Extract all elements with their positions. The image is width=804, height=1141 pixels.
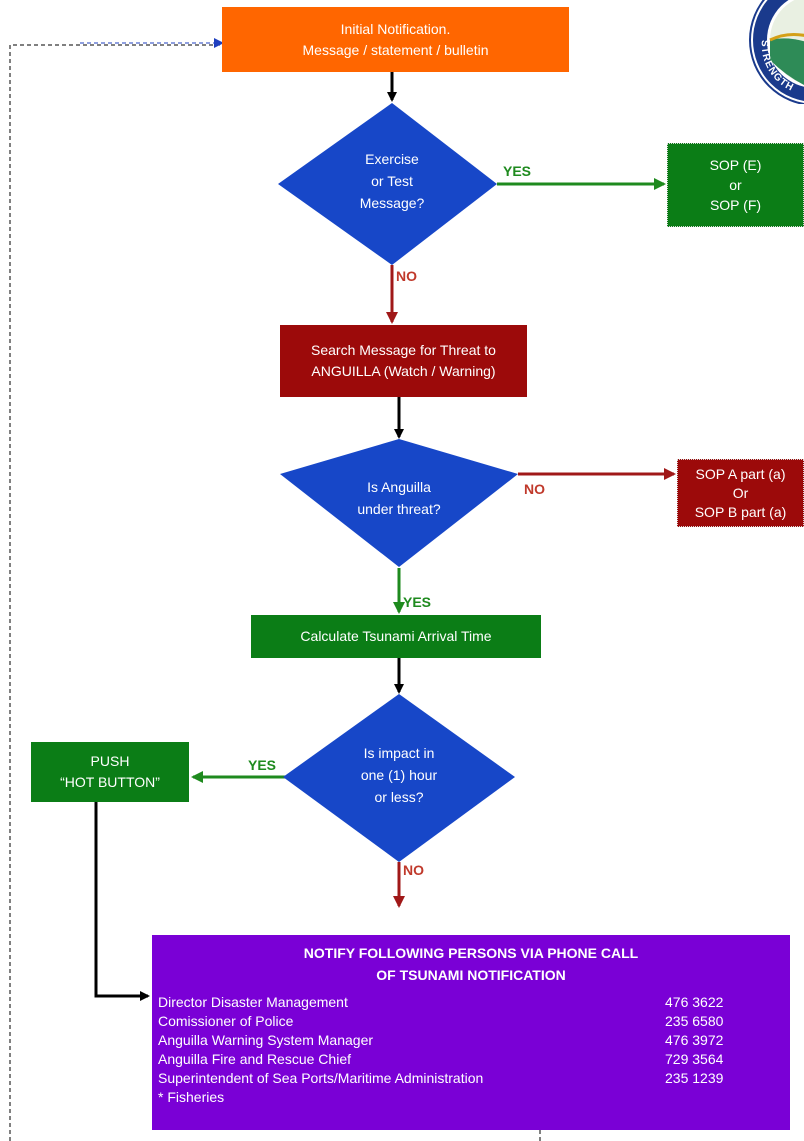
label-exercise-yes: YES (503, 163, 532, 179)
label-exercise-no: NO (396, 268, 417, 284)
sop-ef-line-2: or (729, 177, 742, 193)
push-line-1: PUSH (90, 753, 130, 769)
sop-ef-line-1: SOP (E) (709, 157, 762, 173)
decision-impact: Is impact in one (1) hour or less? (339, 741, 459, 809)
contact-phone: 235 1239 (665, 1070, 724, 1086)
notify-title-line-2: OF TSUNAMI NOTIFICATION (376, 967, 566, 983)
sop-ab-line-1: SOP A part (a) (695, 465, 786, 482)
contact-name: Comissioner of Police (158, 1013, 294, 1029)
push-hot-button-box: PUSH “HOT BUTTON” (31, 742, 189, 802)
decision-threat: Is Anguilla under threat? (339, 474, 459, 522)
contact-name: Anguilla Fire and Rescue Chief (158, 1051, 351, 1067)
contact-name: Superintendent of Sea Ports/Maritime Adm… (158, 1070, 484, 1086)
contact-name: Anguilla Warning System Manager (158, 1032, 374, 1048)
contact-names: Director Disaster Management Comissioner… (158, 993, 483, 1107)
contact-phone: 235 6580 (665, 1013, 724, 1029)
loop-back-connector (9, 44, 541, 1141)
threat-line-1: Is Anguilla (367, 479, 431, 495)
contact-phone: 476 3622 (665, 994, 724, 1010)
initial-line-1: Initial Notification. (340, 20, 451, 37)
notify-persons-panel: NOTIFY FOLLOWING PERSONS VIA PHONE CALL … (152, 935, 790, 1130)
label-impact-yes: YES (248, 757, 277, 773)
impact-line-2: one (1) hour (360, 767, 438, 783)
decision-impact-shape (283, 694, 515, 862)
contact-name: * Fisheries (158, 1089, 225, 1105)
sop-ab-line-2: Or (732, 484, 749, 501)
decision-exercise-shape (278, 103, 497, 265)
exercise-line-1: Exercise (365, 151, 419, 167)
initial-line-2: Message / statement / bulletin (302, 41, 489, 58)
decision-threat-shape (280, 439, 518, 567)
exercise-line-3: Message? (359, 195, 425, 211)
anguilla-seal-logo: STRENGTH (740, 0, 804, 104)
label-impact-no: NO (403, 862, 424, 878)
contact-phone: 476 3972 (665, 1032, 724, 1048)
sop-a-b-box: SOP A part (a) Or SOP B part (a) (677, 459, 804, 527)
contact-name: Director Disaster Management (158, 994, 348, 1010)
sop-e-f-box: SOP (E) or SOP (F) (667, 143, 804, 227)
initial-notification-box: Initial Notification. Message / statemen… (222, 7, 569, 72)
impact-line-3: or less? (374, 789, 424, 805)
label-threat-yes: YES (403, 594, 432, 610)
search-line-2: ANGUILLA (Watch / Warning) (311, 363, 496, 379)
push-line-2: “HOT BUTTON” (60, 774, 160, 790)
contact-phone: 729 3564 (665, 1051, 724, 1067)
decision-exercise: Exercise or Test Message? (322, 140, 462, 222)
sop-ef-line-3: SOP (F) (709, 197, 762, 213)
calculate-label: Calculate Tsunami Arrival Time (300, 628, 492, 644)
search-line-1: Search Message for Threat to (311, 342, 496, 358)
search-message-box: Search Message for Threat to ANGUILLA (W… (280, 325, 527, 397)
contact-phones: 476 3622 235 6580 476 3972 729 3564 235 … (665, 993, 723, 1107)
sop-ab-line-3: SOP B part (a) (694, 503, 787, 520)
label-threat-no: NO (524, 481, 545, 497)
contact-phone (665, 1088, 723, 1107)
arrow-push-to-notify (94, 802, 150, 1001)
threat-line-2: under threat? (357, 501, 441, 517)
impact-line-1: Is impact in (363, 745, 435, 761)
calculate-arrival-box: Calculate Tsunami Arrival Time (251, 615, 541, 658)
notify-title-line-1: NOTIFY FOLLOWING PERSONS VIA PHONE CALL (303, 945, 639, 961)
exercise-line-2: or Test (371, 173, 413, 189)
